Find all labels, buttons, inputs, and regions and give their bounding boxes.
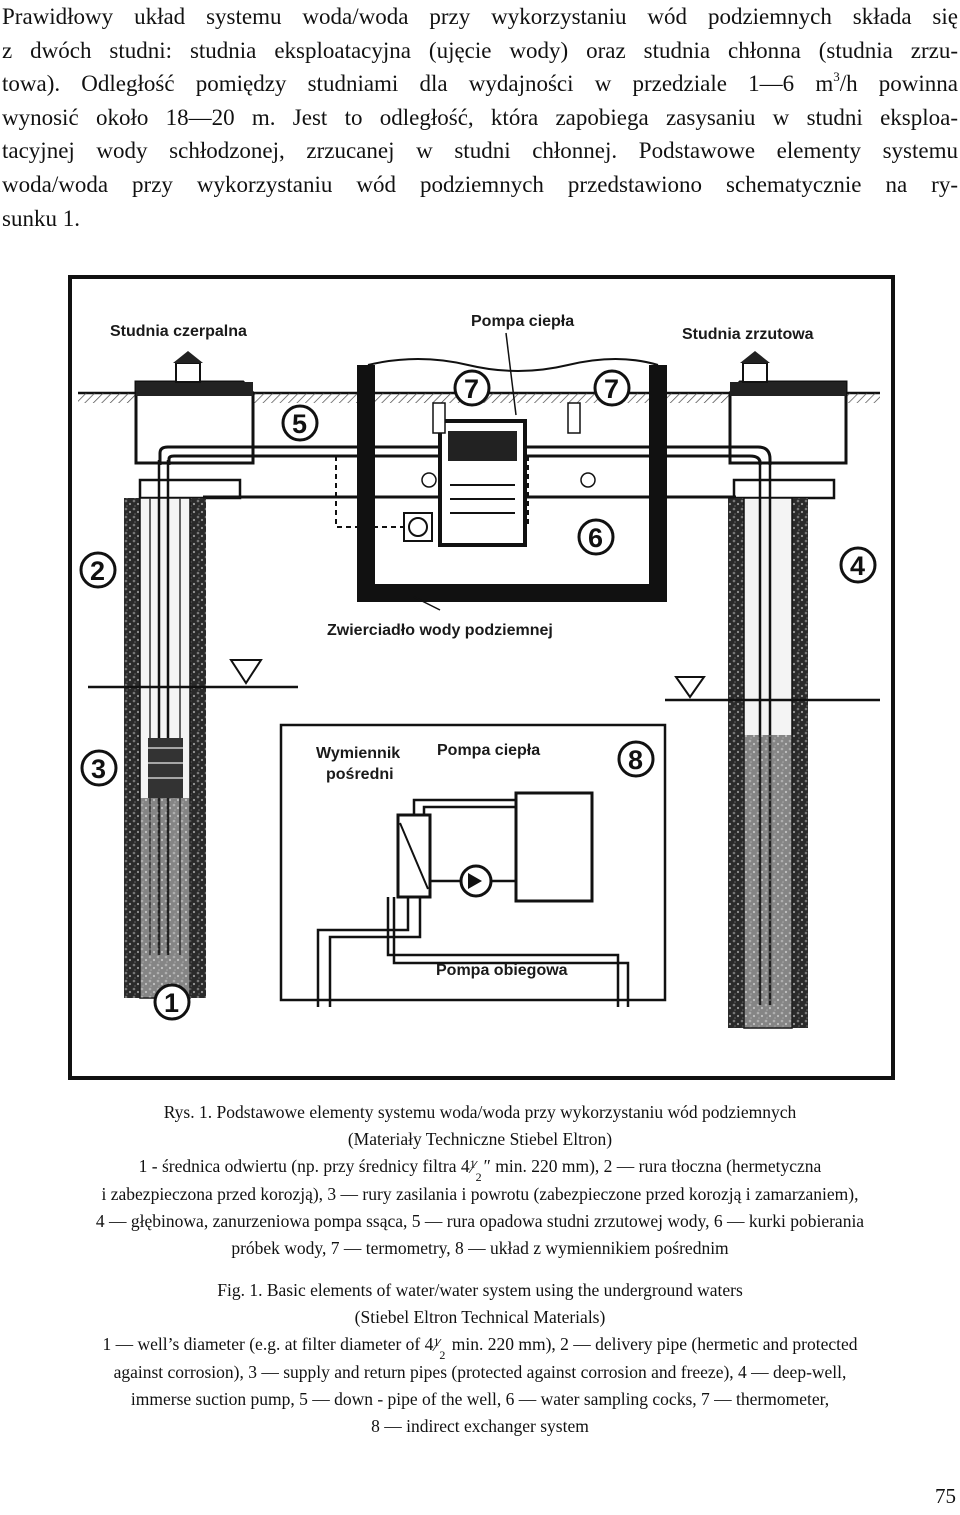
paragraph-line: Prawidłowy układ systemu woda/woda przy … <box>2 4 958 29</box>
caption-line: 8 — indirect exchanger system <box>371 1416 589 1437</box>
marker-8: 8 <box>617 740 655 778</box>
svg-text:4: 4 <box>850 551 865 581</box>
svg-text:7: 7 <box>604 374 619 404</box>
fraction-half: 1⁄2 <box>469 1157 482 1185</box>
intro-paragraph: Prawidłowy układ systemu woda/woda przy … <box>2 0 958 235</box>
paragraph-line: towa). Odległość pomiędzy studniami dla … <box>2 67 958 101</box>
paragraph-line: sunku 1. <box>2 205 80 231</box>
svg-text:2: 2 <box>90 556 105 586</box>
paragraph-line-text: towa). Odległość pomiędzy studniami dla … <box>2 71 834 97</box>
svg-text:5: 5 <box>292 409 307 439</box>
svg-text:6: 6 <box>588 523 603 553</box>
right-well-shaft <box>728 460 808 1029</box>
caption-line: próbek wody, 7 — termometry, 8 — układ z… <box>231 1238 729 1259</box>
caption-english: Fig. 1. Basic elements of water/water sy… <box>0 1277 960 1440</box>
page-number: 75 <box>935 1484 956 1508</box>
water-table-right <box>665 676 880 702</box>
caption-source: (Materiały Techniczne Stiebel Eltron) <box>347 1129 613 1150</box>
svg-text:3: 3 <box>91 754 106 784</box>
caption-title: Rys. 1. Podstawowe elementy systemu woda… <box>163 1102 797 1122</box>
marker-5: 4 <box>839 546 877 584</box>
label-heat-pump: Pompa ciepła <box>471 313 574 330</box>
marker-7-right: 7 <box>593 369 631 407</box>
caption-source: (Stiebel Eltron Technical Materials) <box>354 1307 606 1328</box>
marker-1: 1 <box>153 983 191 1021</box>
paragraph-line: wynosić około 18—20 m. Jest to odległość… <box>2 104 958 130</box>
caption-line: immerse suction pump, 5 — down - pipe of… <box>130 1388 830 1409</box>
water-table-left <box>88 659 298 689</box>
svg-text:8: 8 <box>628 745 643 775</box>
label-inset-heat-pump: Pompa ciepła <box>437 742 540 759</box>
heat-pump-building <box>357 358 667 602</box>
svg-text:1: 1 <box>164 988 179 1018</box>
left-well-shaft <box>124 460 206 999</box>
left-well-head <box>134 351 255 500</box>
marker-7-left: 7 <box>453 369 491 407</box>
label-left-well: Studnia czerpalna <box>110 323 247 340</box>
caption-line: 4 — głębinowa, zanurzeniowa pompa ssąca,… <box>95 1210 865 1231</box>
marker-2: 2 <box>79 551 117 589</box>
marker-6: 6 <box>577 518 615 556</box>
system-diagram: Studnia czerpalna Pompa ciepła Studnia z… <box>68 275 895 1080</box>
label-circulation-pump: Pompa obiegowa <box>436 962 568 979</box>
paragraph-line: woda/woda przy wykorzystaniu wód podziem… <box>2 171 958 197</box>
paragraph-line: z dwóch studni: studnia eksploatacyjna (… <box>2 37 958 63</box>
exchanger-inset <box>279 723 667 1007</box>
paragraph-line: tacyjnej wody schłodzonej, zrzucanej w s… <box>2 138 958 164</box>
marker-3: 5 <box>281 404 319 442</box>
paragraph-line-tail: /h powinna <box>839 71 958 97</box>
label-exchanger-line1: Wymiennik <box>316 745 400 762</box>
label-exchanger-line2: pośredni <box>326 766 394 783</box>
marker-4: 3 <box>80 749 118 787</box>
label-right-well: Studnia zrzutowa <box>682 326 814 343</box>
superscript: 3 <box>833 69 840 85</box>
label-water-table: Zwierciadło wody podziemnej <box>327 622 553 639</box>
fraction-half: 1⁄2 <box>433 1335 446 1363</box>
caption-polish: Rys. 1. Podstawowe elementy systemu woda… <box>0 1099 960 1262</box>
caption-title: Fig. 1. Basic elements of water/water sy… <box>217 1280 743 1300</box>
supply-return-pipes <box>158 445 772 528</box>
caption-line: 1 - średnica odwiertu (np. przy średnicy… <box>138 1156 822 1185</box>
caption-line: i zabezpieczona przed korozją), 3 — rury… <box>101 1183 859 1204</box>
caption-line: against corrosion), 3 — supply and retur… <box>113 1361 847 1382</box>
caption-line: 1 — well’s diameter (e.g. at filter diam… <box>102 1334 858 1363</box>
svg-text:7: 7 <box>464 374 479 404</box>
